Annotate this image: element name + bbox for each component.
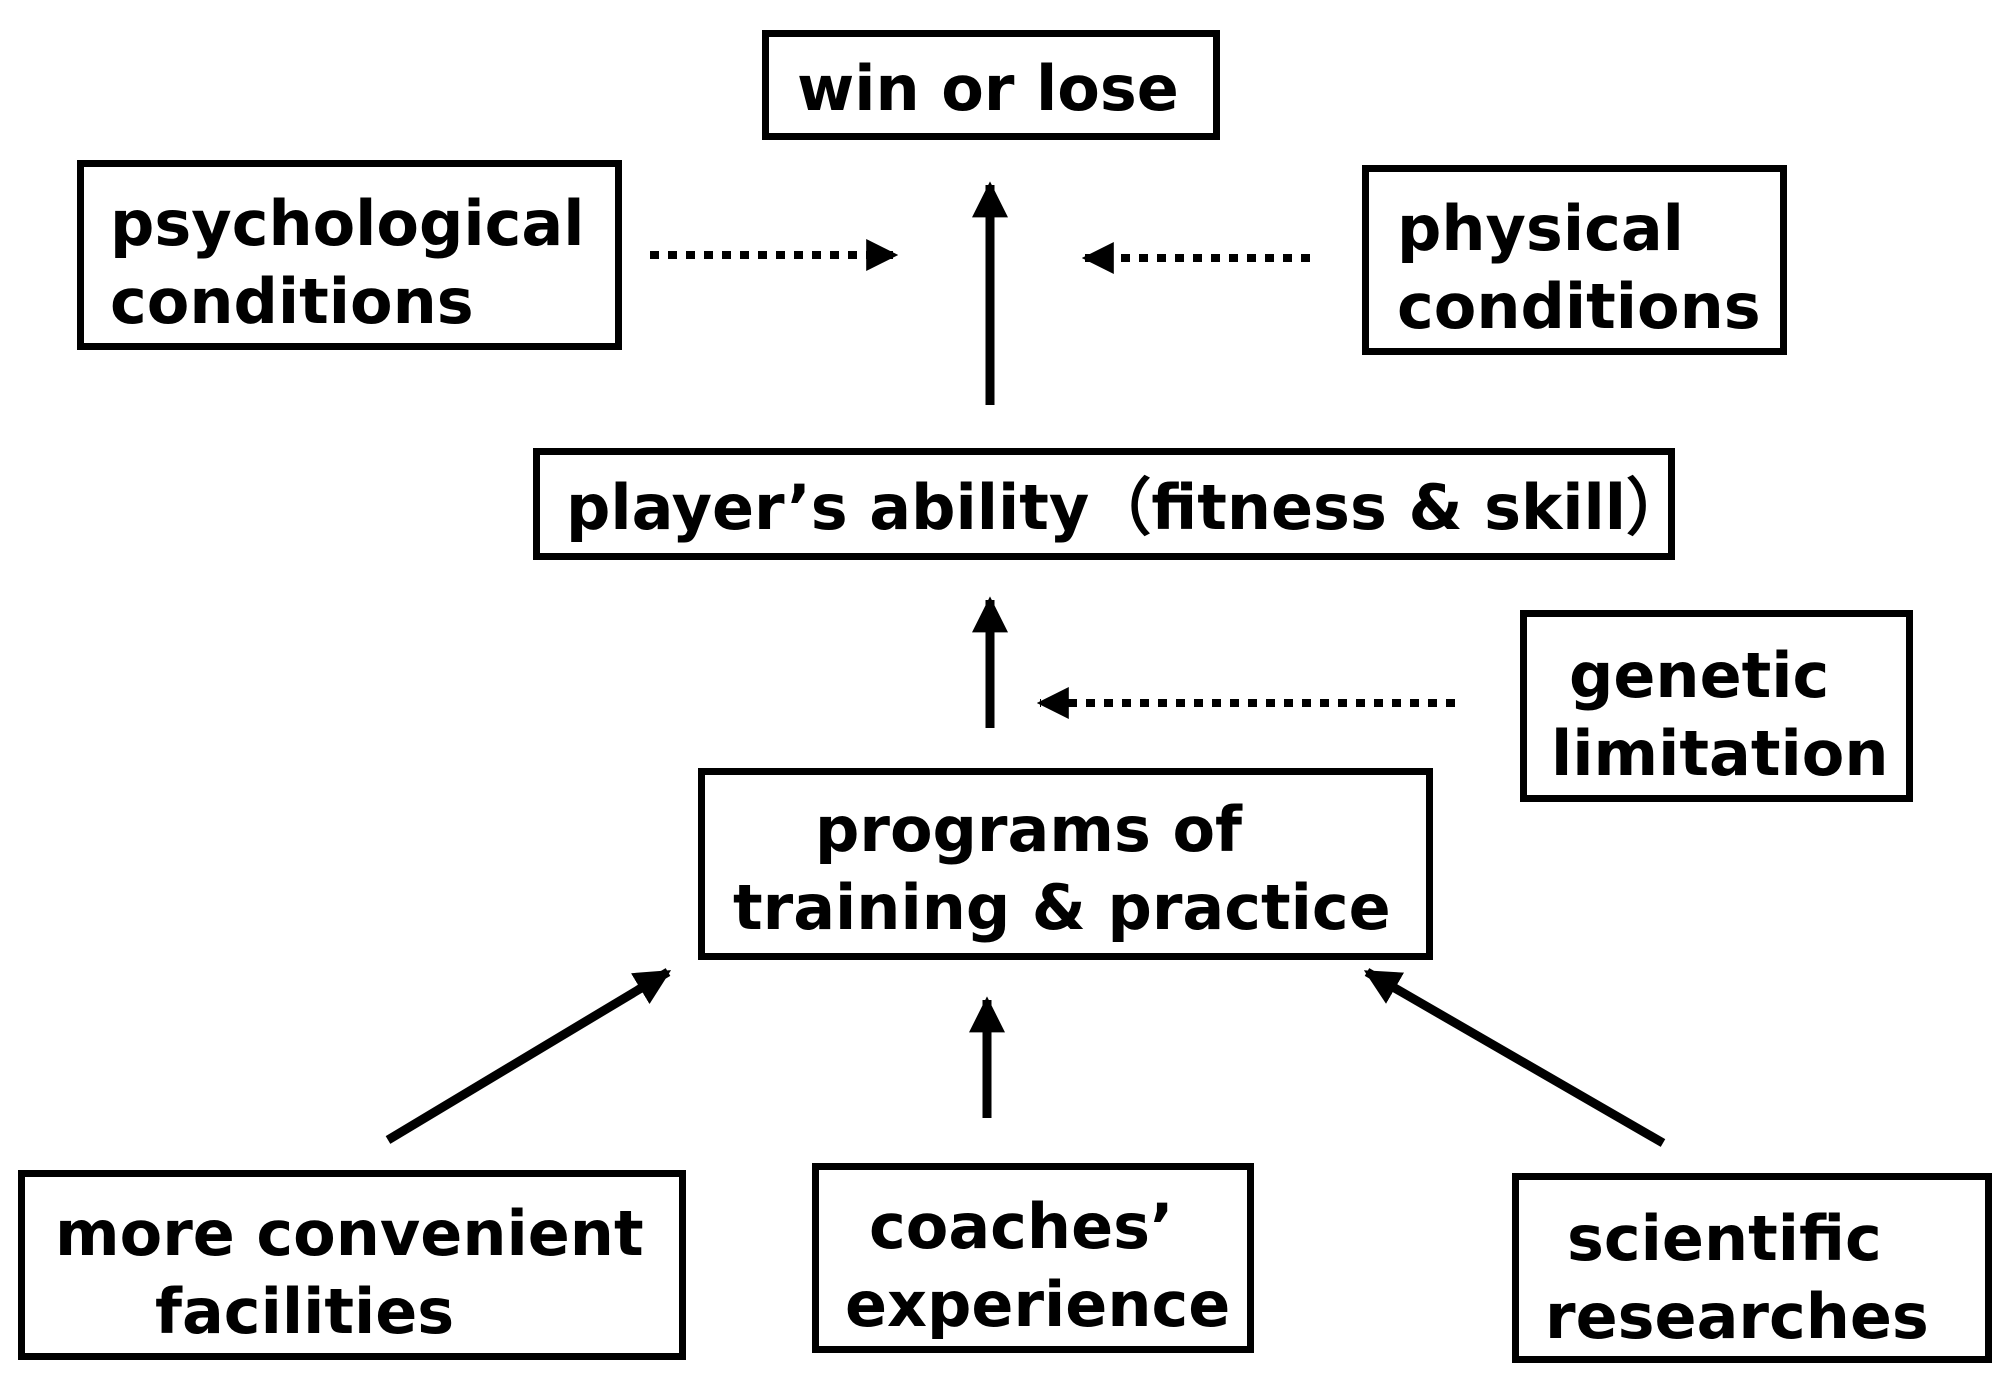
node-genetic-line-2: limitation [1551,717,1889,790]
node-coaches-line-1: coaches’ [869,1190,1174,1263]
node-coaches-experience: coaches’ experience [812,1163,1254,1353]
arrow-researches-to-programs [1363,968,1666,1147]
node-psychological-line-2: conditions [110,265,474,338]
node-psychological-conditions: psychological conditions [77,160,622,350]
node-coaches-line-2: experience [845,1268,1231,1341]
arrow-facilities-to-programs [385,968,672,1144]
node-researches-line-1: scientific [1567,1202,1882,1275]
node-programs-training-practice: programs of training & practice [698,768,1433,960]
node-win-or-lose: win or lose [762,30,1220,140]
node-players-ability-label: player’s ability（fitness & skill） [566,471,1688,544]
node-physical-conditions: physical conditions [1362,165,1787,355]
node-win-or-lose-label: win or lose [797,52,1179,125]
node-genetic-line-1: genetic [1569,639,1830,712]
node-physical-line-2: conditions [1397,270,1761,343]
node-facilities-line-2: facilities [155,1275,455,1348]
node-physical-line-1: physical [1397,192,1684,265]
node-programs-line-1: programs of [815,793,1243,866]
node-facilities-line-1: more convenient [55,1197,644,1270]
node-genetic-limitation: genetic limitation [1520,610,1913,802]
node-researches-line-2: researches [1545,1280,1929,1353]
node-more-convenient-facilities: more convenient facilities [18,1170,686,1360]
node-programs-line-2: training & practice [733,871,1391,944]
node-scientific-researches: scientific researches [1512,1173,1992,1363]
node-psychological-line-1: psychological [110,187,585,260]
node-players-ability: player’s ability（fitness & skill） [533,448,1688,560]
